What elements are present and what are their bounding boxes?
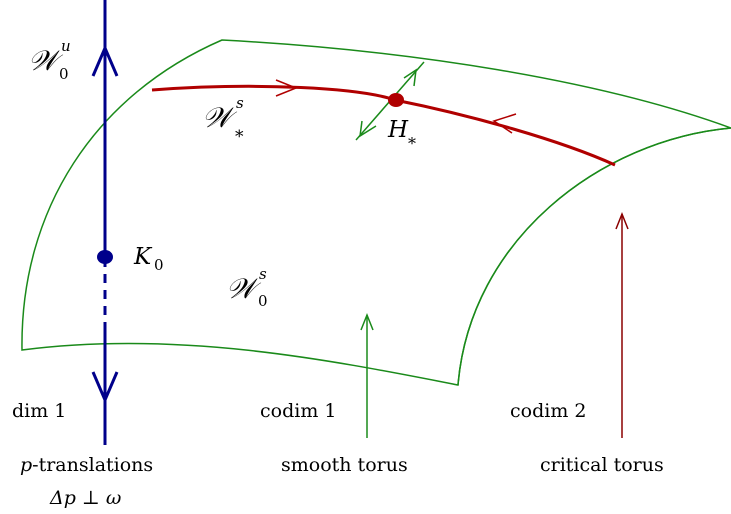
label-k-zero-sub: 0 xyxy=(154,256,164,274)
smooth-torus-arrow-head xyxy=(360,312,374,331)
label-codim-1: codim 1 xyxy=(260,400,336,422)
label-w0u-sub: 0 xyxy=(59,65,69,83)
label-wstar-sub: * xyxy=(235,127,244,147)
h-star-point xyxy=(388,93,404,107)
label-w0s-sup: s xyxy=(259,265,267,283)
label-dim-1: dim 1 xyxy=(12,400,66,422)
stable-curve-arrow-right xyxy=(492,113,517,134)
label-smooth-torus: smooth torus xyxy=(281,454,408,476)
label-delta-p-perp-omega: Δp ⊥ ω xyxy=(49,487,121,509)
k-zero-point xyxy=(97,250,113,264)
label-h-star: H xyxy=(387,117,409,143)
stable-curve-arrow-left xyxy=(275,79,299,97)
unstable-arrow-down xyxy=(359,120,377,138)
label-k-zero: K xyxy=(133,244,153,270)
axis-arrow-down xyxy=(91,371,119,404)
label-p-translations: p-translations xyxy=(20,454,153,476)
label-w0u-sup: u xyxy=(61,37,71,55)
label-w0s: 𝒲 xyxy=(226,272,262,305)
stable-manifold-surface xyxy=(21,39,731,386)
label-h-star-sub: * xyxy=(408,134,416,153)
label-codim-2: codim 2 xyxy=(510,400,586,422)
label-w0s-sub: 0 xyxy=(258,292,268,310)
label-wstar: 𝒲 xyxy=(202,101,238,134)
axis-arrow-up xyxy=(91,44,119,77)
surface-fold-edge xyxy=(457,127,731,386)
unstable-arrow-up xyxy=(403,68,417,87)
label-critical-torus: critical torus xyxy=(540,454,664,476)
label-wstar-sup: s xyxy=(236,94,244,112)
critical-torus-arrow-head xyxy=(615,211,629,230)
